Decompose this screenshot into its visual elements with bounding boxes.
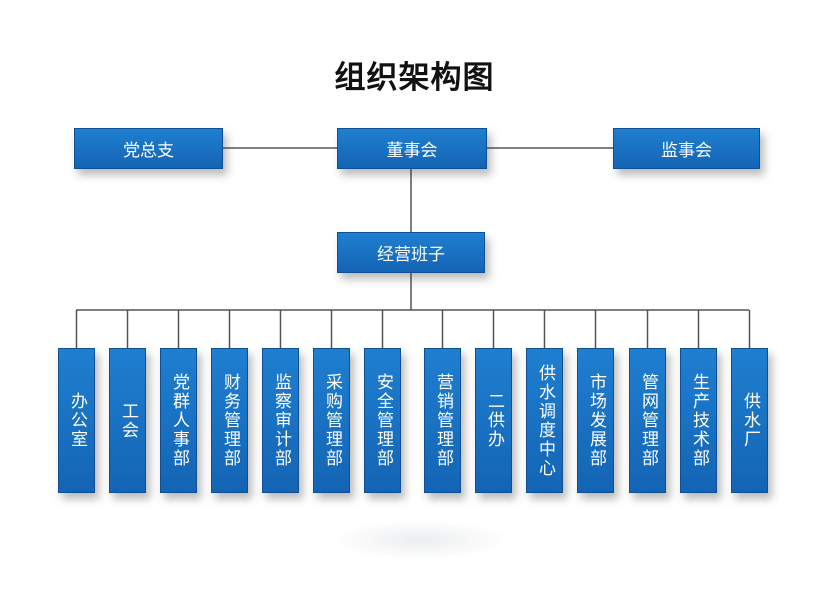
department-box: 采购管理部 [313,348,350,493]
department-box: 营销管理部 [424,348,461,493]
department-box: 供水厂 [731,348,768,493]
reflection [330,520,510,560]
department-box: 二供办 [475,348,512,493]
diagram-title: 组织架构图 [334,60,495,96]
department-box: 监察审计部 [262,348,299,493]
management-team-box: 经营班子 [337,232,485,273]
department-box: 生产技术部 [680,348,717,493]
department-box: 管网管理部 [629,348,666,493]
department-box: 供水调度中心 [526,348,563,493]
department-drops [75,310,751,348]
department-box: 安全管理部 [364,348,401,493]
department-box: 党群人事部 [160,348,197,493]
department-box: 市场发展部 [577,348,614,493]
board-box: 董事会 [337,128,487,169]
supervisory-board-box: 监事会 [613,128,760,169]
department-box: 工会 [109,348,146,493]
party-branch-box: 党总支 [74,128,223,169]
department-box: 办公室 [58,348,95,493]
department-box: 财务管理部 [211,348,248,493]
